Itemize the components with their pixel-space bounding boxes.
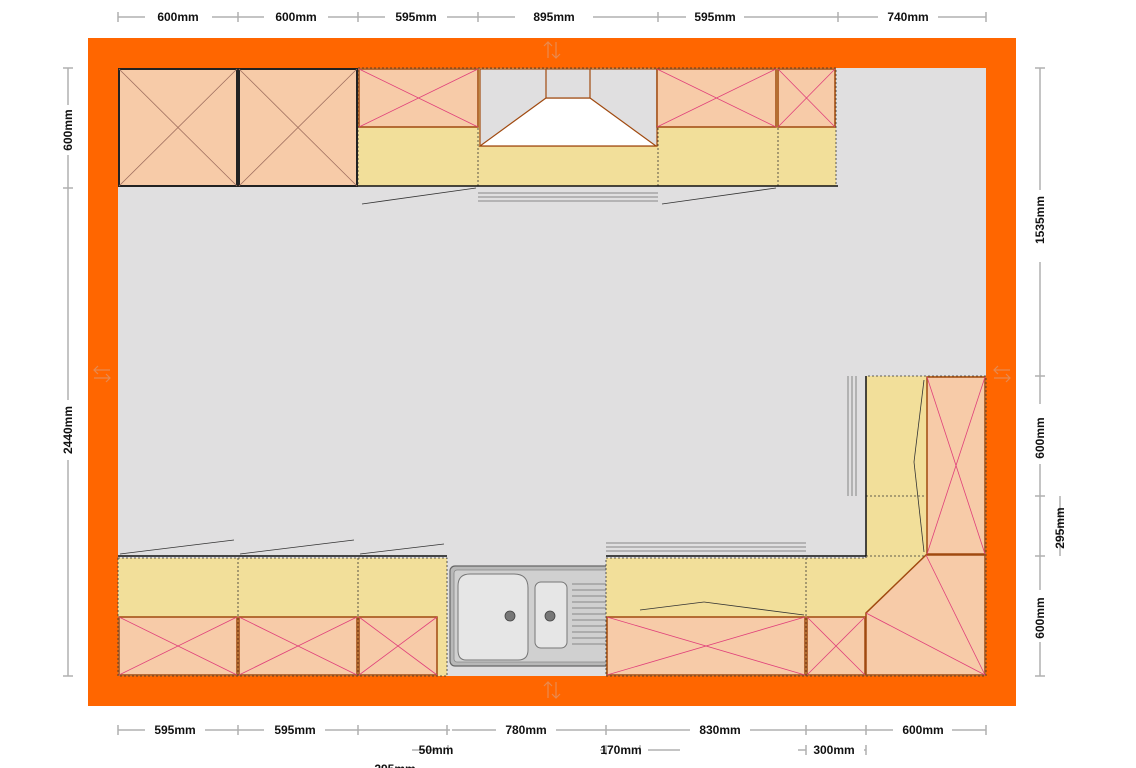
- tall-cabinet: [238, 68, 358, 187]
- double-arrow-icon: [93, 365, 111, 383]
- drawer-lines: [478, 192, 658, 202]
- double-arrow-icon: [993, 365, 1011, 383]
- double-arrow-icon: [543, 41, 561, 59]
- base-cabinet: [238, 616, 358, 676]
- dimension-label-top: 600mm: [275, 10, 316, 24]
- dimension-label-right-inner: 295mm: [1053, 507, 1067, 548]
- door-swing-lines: [361, 187, 777, 205]
- dimension-label-left: 600mm: [61, 109, 75, 150]
- dimension-label-top: 895mm: [533, 10, 574, 24]
- base-cabinet: [358, 616, 438, 676]
- dimension-label-bottom: 780mm: [505, 723, 546, 737]
- base-cabinet: [606, 616, 806, 676]
- dimension-label-top-clipped: 600mm: [787, 0, 828, 3]
- dimension-label-top: 595mm: [395, 10, 436, 24]
- dimension-label-bottom-clipped: 295mm: [374, 762, 415, 768]
- dimension-label-bottom: 595mm: [274, 723, 315, 737]
- wall-cabinet: [777, 68, 836, 128]
- tall-cabinet-right: [926, 376, 986, 555]
- dimension-label-top: 600mm: [157, 10, 198, 24]
- door-swing-lines: [119, 539, 445, 555]
- tall-cabinet: [118, 68, 238, 187]
- base-cabinet: [118, 616, 238, 676]
- dimension-lines: [63, 12, 1061, 755]
- wall-cabinet: [358, 68, 479, 128]
- dimension-label-bottom-secondary: 50mm: [419, 743, 454, 757]
- dimension-label-top: 595mm: [694, 10, 735, 24]
- double-arrow-icon: [543, 681, 561, 699]
- door-swing-lines: [639, 379, 925, 616]
- double-sink-icon: [449, 565, 639, 667]
- dimension-label-bottom-secondary: 300mm: [813, 743, 854, 757]
- drawer-lines: [606, 376, 857, 552]
- dimension-label-bottom: 595mm: [154, 723, 195, 737]
- dimension-label-left: 2440mm: [61, 406, 75, 454]
- dimension-label-bottom: 600mm: [902, 723, 943, 737]
- corner-base-cabinet: [865, 554, 986, 676]
- base-cabinet: [806, 616, 866, 676]
- dimension-label-right: 600mm: [1033, 417, 1047, 458]
- dimension-label-bottom-secondary: 170mm: [600, 743, 641, 757]
- extractor-hood-icon: [478, 68, 658, 147]
- dimension-label-right: 600mm: [1033, 597, 1047, 638]
- dimension-label-right: 1535mm: [1033, 196, 1047, 244]
- dimension-label-top: 740mm: [887, 10, 928, 24]
- wall-cabinet: [656, 68, 777, 128]
- dimension-label-bottom: 830mm: [699, 723, 740, 737]
